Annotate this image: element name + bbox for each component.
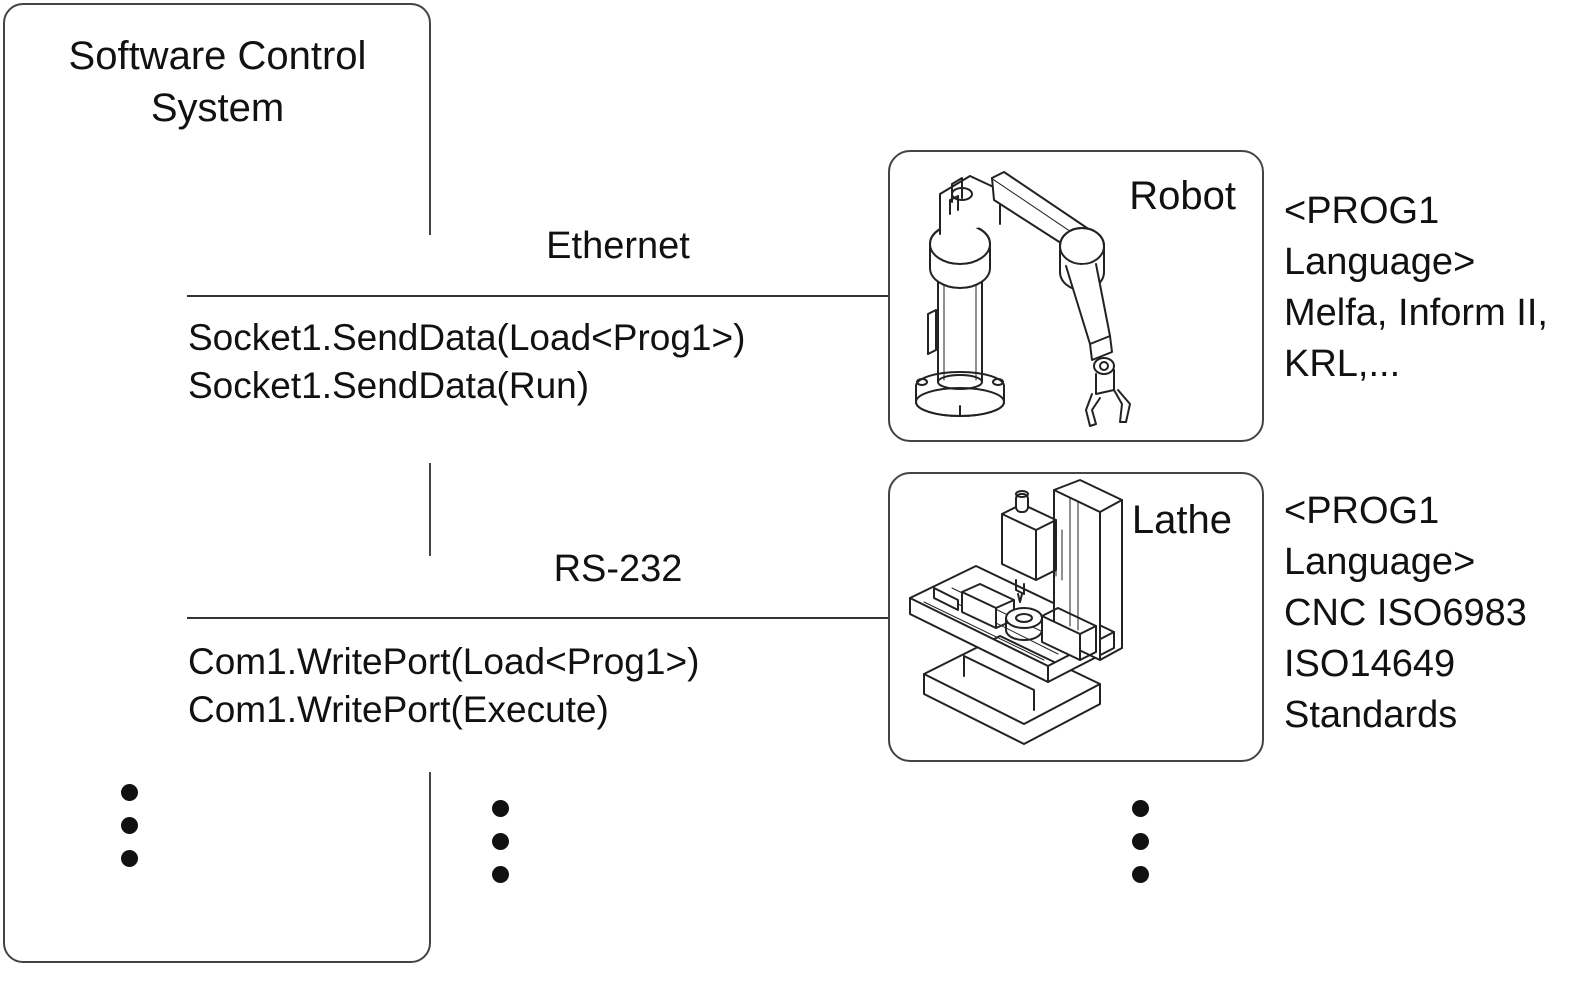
system-box-gap-ethernet: [427, 235, 437, 463]
ellipsis-dot: [1132, 833, 1149, 850]
ellipsis-dot: [492, 866, 509, 883]
lathe-language-line-2: Language>: [1284, 541, 1476, 583]
system-box-gap-rs232: [427, 556, 437, 772]
ellipsis-dot: [121, 784, 138, 801]
system-title: Software Control System: [20, 30, 415, 134]
ethernet-commands: Socket1.SendData(Load<Prog1>) Socket1.Se…: [188, 314, 745, 410]
system-title-line-1: Software Control: [68, 34, 367, 78]
robot-language-line-4: KRL,...: [1284, 343, 1401, 385]
robot-device-box: Robot: [888, 150, 1264, 442]
ellipsis-dot: [1132, 800, 1149, 817]
ethernet-command-run: Socket1.SendData(Run): [188, 365, 590, 406]
system-continuation-ellipsis: [121, 784, 138, 867]
ethernet-command-load: Socket1.SendData(Load<Prog1>): [188, 317, 746, 358]
rs232-command-execute: Com1.WritePort(Execute): [188, 689, 609, 730]
link-continuation-ellipsis: [492, 800, 509, 883]
rs232-commands: Com1.WritePort(Load<Prog1>) Com1.WritePo…: [188, 638, 699, 734]
lathe-language-line-4: ISO14649: [1284, 643, 1456, 685]
software-control-system-box: [3, 3, 431, 963]
rs232-connection-line: [187, 617, 889, 619]
rs232-label: RS-232: [553, 548, 683, 590]
lathe-label: Lathe: [1131, 498, 1232, 542]
robot-language-list: <PROG1 Language> Melfa, Inform II, KRL,.…: [1284, 186, 1548, 390]
lathe-language-list: <PROG1 Language> CNC ISO6983 ISO14649 St…: [1284, 486, 1527, 741]
device-continuation-ellipsis: [1132, 800, 1149, 883]
robot-label: Robot: [1129, 174, 1236, 218]
ellipsis-dot: [1132, 866, 1149, 883]
robot-language-line-3: Melfa, Inform II,: [1284, 292, 1548, 334]
system-title-line-2: System: [150, 86, 285, 130]
ellipsis-dot: [492, 833, 509, 850]
lathe-device-box: Lathe: [888, 472, 1264, 762]
ellipsis-dot: [121, 817, 138, 834]
ellipsis-dot: [492, 800, 509, 817]
cnc-machine-icon: [909, 479, 1123, 745]
robot-language-line-1: <PROG1: [1284, 190, 1440, 232]
ethernet-label: Ethernet: [546, 225, 690, 267]
rs232-command-load: Com1.WritePort(Load<Prog1>): [188, 641, 700, 682]
lathe-language-line-3: CNC ISO6983: [1284, 592, 1527, 634]
ellipsis-dot: [121, 850, 138, 867]
lathe-language-line-1: <PROG1: [1284, 490, 1440, 532]
robot-language-line-2: Language>: [1284, 241, 1476, 283]
ethernet-connection-line: [187, 295, 889, 297]
robot-arm-icon: [915, 171, 1131, 427]
lathe-language-line-5: Standards: [1284, 694, 1458, 736]
